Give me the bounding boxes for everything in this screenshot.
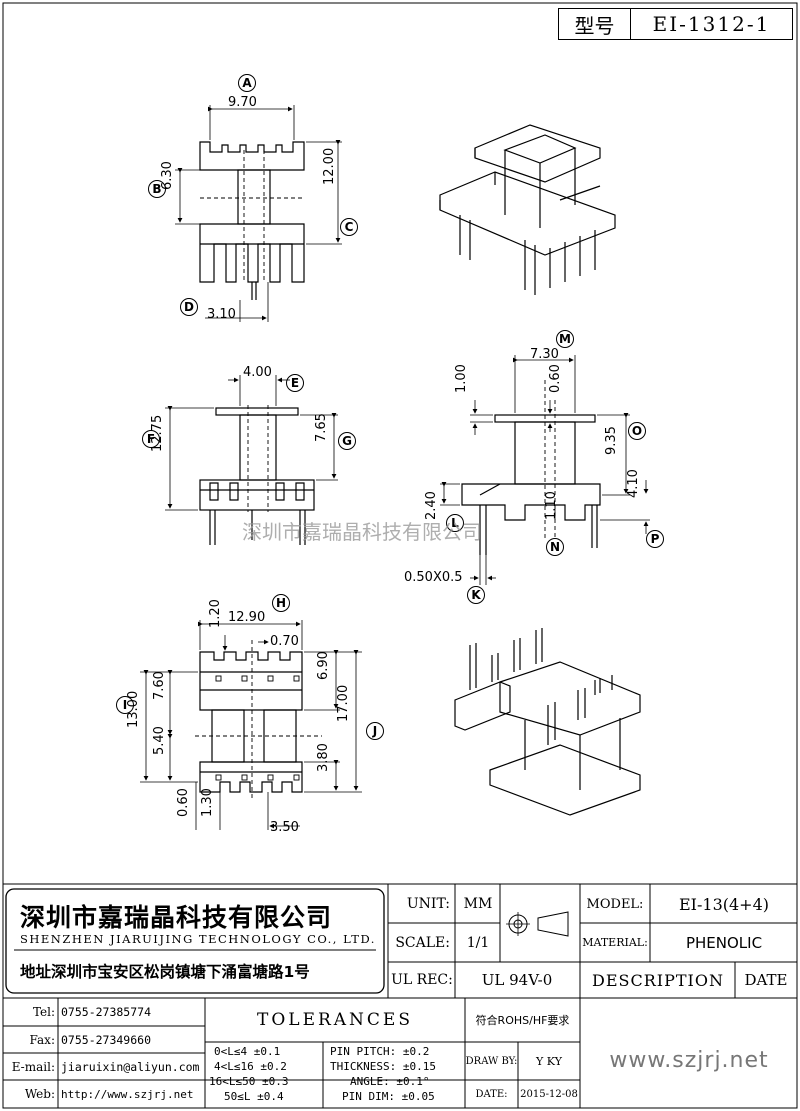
isometric-view-bottom bbox=[454, 628, 641, 816]
dim-badge-d: D bbox=[180, 298, 198, 316]
dim-i-value: 13.00 bbox=[126, 690, 141, 728]
dim-badge-a: A bbox=[238, 74, 256, 92]
dim-bottom-2: 1.30 bbox=[200, 788, 215, 817]
dim-h-sub2: 0.70 bbox=[270, 634, 299, 649]
pin-line-4: PIN DIM: ±0.05 bbox=[342, 1090, 435, 1103]
title-block-frame bbox=[3, 883, 797, 1108]
model-label: MODEL: bbox=[586, 896, 644, 912]
dim-k-value: 0.50X0.5 bbox=[404, 570, 463, 585]
view-side-right bbox=[440, 355, 650, 585]
ulrec-value: UL 94V-0 bbox=[481, 971, 553, 989]
dim-o-value: 9.35 bbox=[604, 426, 619, 455]
dim-a-value: 9.70 bbox=[228, 95, 257, 110]
dim-bottom-1: 0.60 bbox=[176, 788, 191, 817]
company-name-cn: 深圳市嘉瑞晶科技有限公司 bbox=[20, 903, 333, 932]
fax-value: 0755-27349660 bbox=[61, 1032, 152, 1047]
tol-line-1: 0<L≤4 ±0.1 bbox=[214, 1045, 281, 1058]
dim-h-value: 12.90 bbox=[228, 610, 266, 625]
view-side bbox=[165, 375, 338, 545]
tol-line-2: 4<L≤16 ±0.2 bbox=[214, 1060, 287, 1073]
unit-value: MM bbox=[463, 896, 493, 912]
dim-badge-j: J bbox=[366, 722, 384, 740]
site-text: www.szjrj.net bbox=[609, 1047, 769, 1073]
dim-badge-n: N bbox=[546, 538, 564, 556]
rohs-text: 符合ROHS/HF要求 bbox=[475, 1014, 570, 1027]
pin-line-3: ANGLE: ±0.1° bbox=[350, 1075, 430, 1088]
web-label: Web: bbox=[24, 1087, 55, 1101]
date-label: DATE bbox=[744, 971, 788, 989]
dim-b-value: 6.30 bbox=[160, 161, 175, 190]
dim-badge-k: K bbox=[467, 586, 485, 604]
material-value: PHENOLIC bbox=[685, 933, 763, 952]
drawby-value: Y KY bbox=[536, 1054, 562, 1068]
dim-j-sub1: 6.90 bbox=[316, 651, 331, 680]
dim-badge-m: M bbox=[556, 330, 574, 348]
company-name-en: SHENZHEN JIARUIJING TECHNOLOGY CO., LTD. bbox=[20, 932, 376, 946]
dim-badge-p: P bbox=[646, 530, 664, 548]
view-front-top bbox=[175, 105, 342, 322]
header-type-label: 型号 bbox=[559, 9, 631, 39]
dim-badge-o: O bbox=[628, 422, 646, 440]
dim-e-value: 4.00 bbox=[243, 365, 272, 380]
dim-d-value: 3.10 bbox=[207, 307, 236, 322]
tel-value: 0755-27385774 bbox=[61, 1005, 152, 1019]
dim-p-value: 4.10 bbox=[626, 469, 641, 498]
dim-badge-e: E bbox=[286, 374, 304, 392]
description-label: DESCRIPTION bbox=[592, 970, 724, 990]
date-field-label: DATE: bbox=[475, 1088, 508, 1100]
dim-badge-c: C bbox=[340, 218, 358, 236]
fax-label: Fax: bbox=[29, 1032, 55, 1047]
tol-line-4: 50≤L ±0.4 bbox=[224, 1090, 284, 1103]
dim-badge-i: I bbox=[116, 696, 134, 714]
dim-m2-value: 0.60 bbox=[548, 364, 563, 393]
dim-f-value: 12.75 bbox=[150, 414, 165, 452]
date-field-value: 2015-12-08 bbox=[520, 1088, 578, 1100]
watermark: 深圳市嘉瑞晶科技有限公司 bbox=[242, 520, 482, 544]
material-label: MATERIAL: bbox=[582, 936, 648, 949]
dim-n-value: 1.10 bbox=[544, 491, 559, 520]
web-value: http://www.szjrj.net bbox=[61, 1087, 194, 1101]
email-value: jiaruixin@aliyun.com bbox=[61, 1059, 200, 1074]
view-front-bottom bbox=[140, 620, 362, 830]
dim-bottom-3: 3.50 bbox=[270, 820, 299, 835]
company-address: 地址深圳市宝安区松岗镇塘下涌富塘路1号 bbox=[20, 963, 310, 981]
email-label: E-mail: bbox=[11, 1059, 55, 1074]
dim-m-value: 7.30 bbox=[530, 347, 559, 362]
dim-badge-f: F bbox=[142, 430, 160, 448]
dim-badge-l: L bbox=[446, 514, 464, 532]
unit-label: UNIT: bbox=[406, 896, 450, 912]
pin-line-2: THICKNESS: ±0.15 bbox=[330, 1060, 436, 1073]
dim-badge-b: B bbox=[148, 180, 166, 198]
pin-line-1: PIN PITCH: ±0.2 bbox=[330, 1045, 430, 1058]
header-type-value: EI-1312-1 bbox=[652, 12, 771, 36]
tolerances-label: TOLERANCES bbox=[257, 1010, 413, 1030]
dim-badge-g: G bbox=[338, 432, 356, 450]
dim-h-sub1: 1.20 bbox=[208, 599, 223, 628]
dim-j-sub2: 3.80 bbox=[316, 743, 331, 772]
scale-value: 1/1 bbox=[466, 934, 490, 951]
dim-m1-value: 1.00 bbox=[454, 364, 469, 393]
model-value: EI-13(4+4) bbox=[678, 894, 769, 914]
dim-g-value: 7.65 bbox=[314, 413, 329, 442]
drawby-label: DRAW BY: bbox=[465, 1055, 518, 1067]
dim-badge-h: H bbox=[272, 594, 290, 612]
tol-line-3: 16<L≤50 ±0.3 bbox=[209, 1075, 289, 1088]
dim-i-sub1: 7.60 bbox=[152, 671, 167, 700]
ulrec-label: UL REC: bbox=[391, 972, 453, 988]
header-type-box: 型号 EI-1312-1 bbox=[558, 8, 793, 40]
isometric-view-top bbox=[439, 124, 616, 295]
dim-j-value: 17.00 bbox=[336, 684, 351, 722]
scale-label: SCALE: bbox=[395, 934, 450, 951]
dim-i-sub2: 5.40 bbox=[152, 726, 167, 755]
tel-label: Tel: bbox=[32, 1005, 55, 1019]
dim-c-value: 12.00 bbox=[322, 147, 337, 185]
